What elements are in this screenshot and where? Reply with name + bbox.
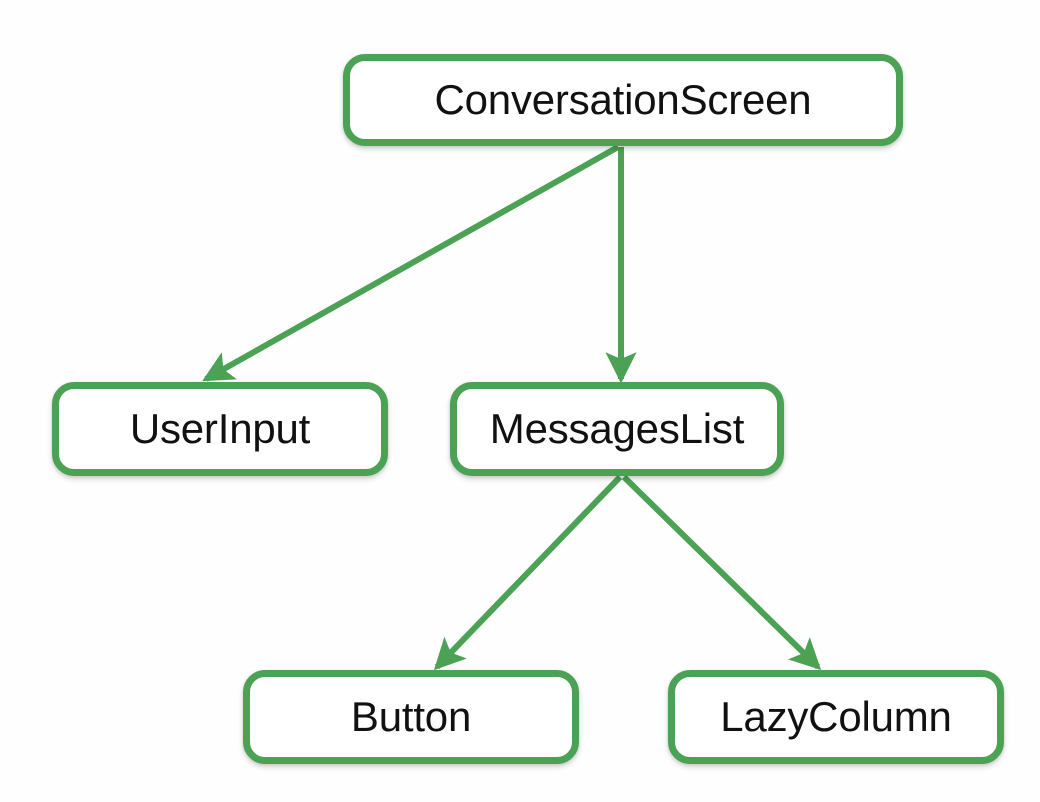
node-label-lazy-column: LazyColumn	[720, 693, 952, 740]
node-button[interactable]: Button	[243, 670, 579, 764]
node-label-messages-list: MessagesList	[489, 405, 745, 452]
edge-messageslist-button	[433, 474, 623, 671]
edge-conversationscreen-userinput	[202, 144, 620, 382]
node-label-user-input: UserInput	[129, 405, 311, 452]
node-user-input[interactable]: UserInput	[52, 382, 388, 476]
node-label-button: Button	[350, 693, 472, 740]
node-lazy-column[interactable]: LazyColumn	[668, 670, 1004, 764]
node-conversation-screen[interactable]: ConversationScreen	[343, 54, 903, 146]
edge-messageslist-lazycolumn	[621, 474, 822, 671]
node-label-conversation-screen: ConversationScreen	[434, 76, 812, 123]
node-messages-list[interactable]: MessagesList	[450, 382, 784, 476]
